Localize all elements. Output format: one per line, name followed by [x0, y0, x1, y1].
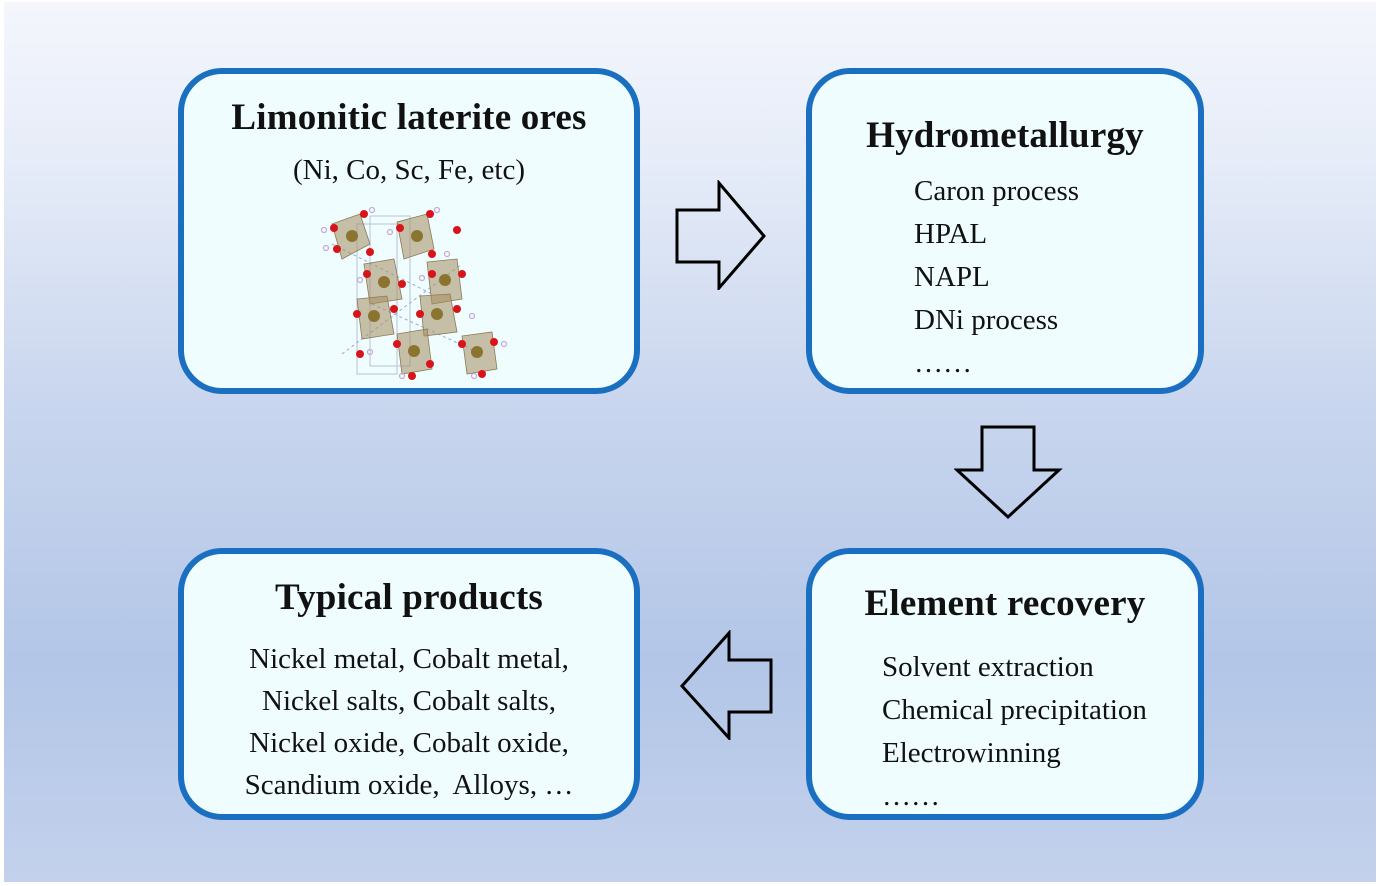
list-item: Nickel salts, Cobalt salts, — [262, 685, 556, 717]
crystal-structure-icon — [320, 206, 508, 380]
oxygen-atoms — [330, 210, 498, 380]
list-item: Scandium oxide, Alloys, … — [244, 769, 574, 801]
list-item: Caron process — [914, 175, 1080, 207]
list-item: Nickel metal, Cobalt metal, — [249, 643, 569, 675]
list-item: DNi process — [914, 304, 1059, 336]
element-recovery-box: Element recovery Solvent extraction Chem… — [806, 548, 1204, 820]
metal-atoms — [346, 230, 483, 358]
list-item: NAPL — [914, 261, 990, 293]
list-item: Solvent extraction — [882, 651, 1094, 683]
list-item: Nickel oxide, Cobalt oxide, — [249, 727, 569, 759]
hydrometallurgy-list: Caron process HPAL NAPL DNi process …… — [914, 170, 1079, 385]
hydrogen-atoms — [320, 206, 508, 380]
hydrometallurgy-box: Hydrometallurgy Caron process HPAL NAPL … — [806, 68, 1204, 394]
ores-title: Limonitic laterite ores — [231, 97, 587, 138]
ores-subtitle: (Ni, Co, Sc, Fe, etc) — [293, 154, 525, 186]
element-recovery-list: Solvent extraction Chemical precipitatio… — [882, 646, 1147, 818]
arrow-left-icon — [679, 630, 773, 740]
list-item: HPAL — [914, 218, 988, 250]
arrow-down-icon — [954, 425, 1063, 520]
ores-box: Limonitic laterite ores (Ni, Co, Sc, Fe,… — [178, 68, 640, 394]
list-item: …… — [914, 347, 972, 379]
list-item: Chemical precipitation — [882, 694, 1147, 726]
typical-products-title: Typical products — [274, 577, 544, 618]
list-item: Electrowinning — [882, 737, 1061, 769]
arrow-right-icon — [675, 180, 766, 290]
hydrometallurgy-title: Hydrometallurgy — [866, 115, 1144, 156]
typical-products-box: Typical products Nickel metal, Cobalt me… — [178, 548, 640, 820]
typical-products-list: Nickel metal, Cobalt metal, Nickel salts… — [184, 638, 634, 806]
diagram-canvas: Limonitic laterite ores (Ni, Co, Sc, Fe,… — [4, 2, 1376, 882]
element-recovery-title: Element recovery — [864, 583, 1146, 624]
list-item: …… — [882, 780, 940, 812]
